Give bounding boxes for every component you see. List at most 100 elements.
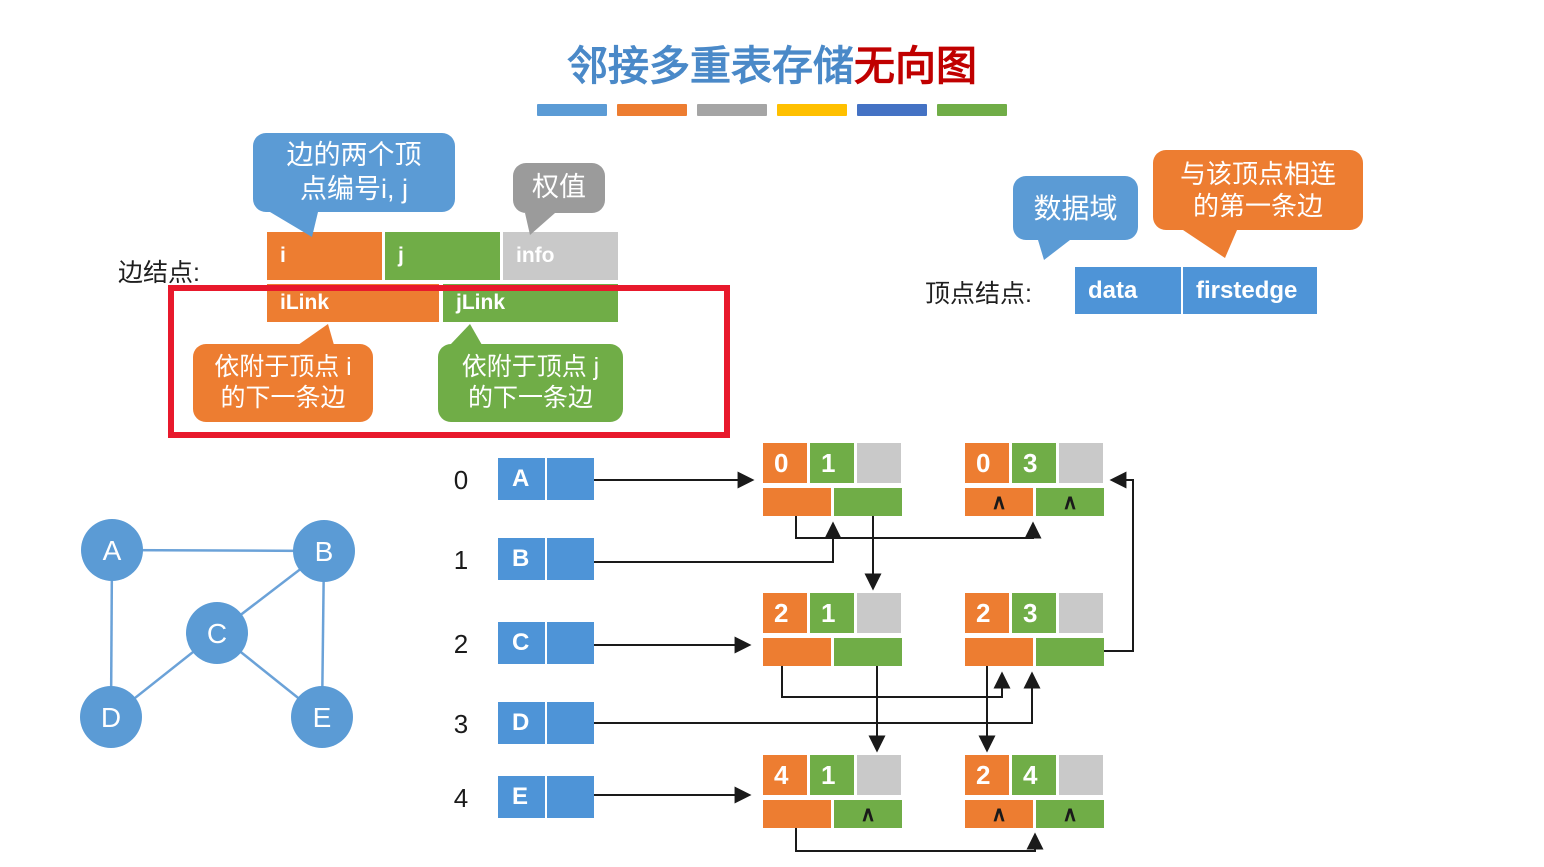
edge-i-cell: 2 (763, 593, 807, 633)
edge-j-cell: 3 (1012, 593, 1056, 633)
edge-node-top-row: 0 3 (965, 443, 1104, 483)
edge-jlink-cell (834, 488, 902, 516)
edge-ilink-cell (763, 638, 831, 666)
callout-next-edge-i: 依附于顶点 i 的下一条边 (193, 324, 373, 422)
vertex-label-B: B (315, 536, 334, 567)
edge-j-cell: 1 (810, 443, 854, 483)
callout-edge-vertices-line2: 点编号i, j (300, 173, 408, 204)
callout-next-edge-i-line1: 依附于顶点 i (214, 352, 352, 381)
vertex-data-cell: C (498, 622, 545, 664)
callout-edge-vertices-line1: 边的两个顶 (286, 139, 422, 170)
callout-tail (270, 212, 318, 237)
edge-node-link-row (763, 488, 902, 516)
callout-data-field: 数据域 (1013, 176, 1138, 260)
callout-tail (450, 324, 482, 345)
edge-node-link-row: ∧ ∧ (965, 488, 1104, 516)
edge-ilink-cell (965, 638, 1033, 666)
bar-blue (537, 104, 607, 116)
vertex-index-3: 3 (453, 709, 469, 739)
arrow-B-firstedge (594, 521, 842, 563)
vertex-data-cell: D (498, 702, 545, 744)
bar-yellow (777, 104, 847, 116)
callout-next-edge-i-line2: 的下一条边 (220, 384, 346, 412)
edge-i-cell: 0 (763, 443, 807, 483)
arrow-D-firstedge (594, 671, 1041, 724)
edge-node-top-row: 2 4 (965, 755, 1104, 795)
edge-ilink-cell (763, 800, 831, 828)
vertex-circle-E (291, 686, 353, 748)
edge-jlink-cell: ∧ (834, 800, 902, 828)
vertex-data-cell: E (498, 776, 545, 818)
edge-i-cell: 2 (965, 755, 1009, 795)
callout-next-edge-j: 依附于顶点 j 的下一条边 (438, 324, 623, 422)
graph-vertices: A B C D E (80, 519, 355, 748)
title-underline-bars (537, 104, 1007, 116)
edge-node-top-row: 2 3 (965, 593, 1104, 633)
edge-j-cell: 1 (810, 755, 854, 795)
edge-node-top-row: 4 1 (763, 755, 902, 795)
callout-next-edge-j-line2: 的下一条边 (467, 384, 593, 412)
vertex-index-2: 2 (453, 629, 469, 659)
vertex-circle-C (186, 602, 248, 664)
callout-first-edge: 与该顶点相连 的第一条边 (1153, 150, 1363, 258)
callout-tail (1038, 240, 1070, 260)
edge-node-top-row: 2 1 (763, 593, 902, 633)
edge-info-cell (1059, 443, 1103, 483)
callout-first-edge-line2: 的第一条边 (1192, 191, 1323, 221)
edge-info-cell (857, 755, 901, 795)
vertex-index-0: 0 (453, 465, 469, 495)
struct-cell-i: i (267, 232, 382, 280)
edge-node-top-row: 0 1 (763, 443, 902, 483)
callout-data-field-text: 数据域 (1033, 192, 1118, 224)
vertex-row-C: C (498, 622, 594, 664)
edge-A-B (111, 548, 325, 553)
edge-node-0-3: 0 3 ∧ ∧ (965, 443, 1104, 521)
edge-node-2-3: 2 3 (965, 593, 1104, 671)
edge-node-link-row: ∧ (763, 800, 902, 828)
arrow-edge01-ilink (795, 512, 1042, 539)
bar-gray (697, 104, 767, 116)
vertex-index-4: 4 (453, 783, 469, 813)
vertex-firstedge-cell (547, 702, 594, 744)
struct-cell-firstedge: firstedge (1183, 267, 1317, 314)
callout-weight: 权值 (513, 163, 605, 235)
vertex-data-cell: A (498, 458, 545, 500)
arrow-edge41-ilink (795, 826, 1044, 852)
callout-tail (1183, 230, 1237, 258)
vertex-firstedge-cell (547, 538, 594, 580)
edge-node-link-row (965, 638, 1104, 666)
vertex-firstedge-cell (547, 458, 594, 500)
vertex-row-E: E (498, 776, 594, 818)
vertex-circle-A (81, 519, 143, 581)
vertex-circle-B (293, 520, 355, 582)
vertex-label-D: D (101, 702, 121, 733)
callout-tail (298, 324, 334, 345)
edge-jlink-cell: ∧ (1036, 800, 1104, 828)
edge-i-cell: 2 (965, 593, 1009, 633)
struct-cell-j: j (385, 232, 500, 280)
edge-ilink-cell: ∧ (965, 488, 1033, 516)
edge-node-2-4: 2 4 ∧ ∧ (965, 755, 1104, 833)
callout-tail (525, 213, 555, 235)
edge-node-2-1: 2 1 (763, 593, 902, 671)
arrow-edge23-jlink (1075, 471, 1134, 652)
bar-darkblue (857, 104, 927, 116)
arrow-edge21-ilink (781, 665, 1011, 698)
struct-cell-info: info (503, 232, 618, 280)
edge-jlink-cell (834, 638, 902, 666)
pointer-arrows (594, 471, 1134, 852)
edge-info-cell (857, 443, 901, 483)
callout-weight-text: 权值 (532, 172, 586, 203)
edge-info-cell (857, 593, 901, 633)
edge-jlink-cell: ∧ (1036, 488, 1104, 516)
vertex-label-C: C (207, 618, 227, 649)
edge-j-cell: 4 (1012, 755, 1056, 795)
callout-first-edge-line1: 与该顶点相连 (1179, 158, 1336, 189)
vertex-node-struct-label: 顶点结点: (925, 280, 1032, 308)
title-red-text: 无向图 (854, 43, 977, 89)
edge-info-cell (1059, 755, 1103, 795)
edge-node-0-1: 0 1 (763, 443, 902, 521)
edge-ilink-cell: ∧ (965, 800, 1033, 828)
edge-j-cell: 3 (1012, 443, 1056, 483)
